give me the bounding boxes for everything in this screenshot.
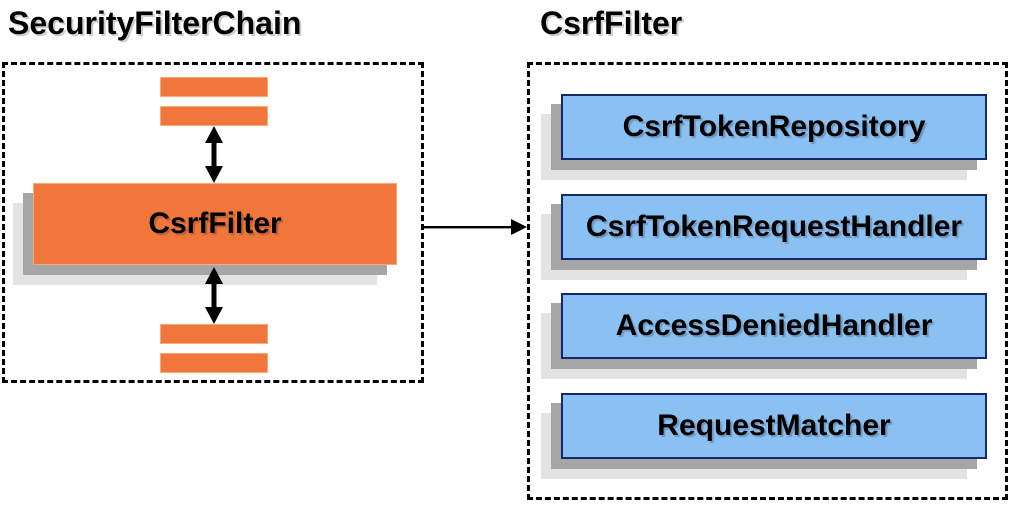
component-label: RequestMatcher <box>657 409 891 442</box>
bidirectional-arrow-icon <box>205 267 223 324</box>
csrf-filter-container: CsrfTokenRepository CsrfTokenRequestHand… <box>527 62 1008 500</box>
csrf-filter-node: CsrfFilter <box>33 183 397 265</box>
component-label: CsrfTokenRepository <box>622 110 926 143</box>
bidirectional-arrow-icon <box>205 126 223 183</box>
component-node-request-matcher: RequestMatcher <box>561 393 987 459</box>
component-label: CsrfTokenRequestHandler <box>585 210 963 243</box>
component-node-csrf-token-request-handler: CsrfTokenRequestHandler <box>561 194 987 260</box>
filter-placeholder-bar <box>160 77 268 97</box>
security-filter-chain-container: CsrfFilter <box>2 62 424 383</box>
csrf-filter-node-label: CsrfFilter <box>148 207 282 240</box>
component-node-access-denied-handler: AccessDeniedHandler <box>561 293 987 359</box>
component-node-csrf-token-repository: CsrfTokenRepository <box>561 94 987 160</box>
left-panel-title: SecurityFilterChain <box>8 5 302 41</box>
filter-placeholder-bar <box>160 324 268 344</box>
right-panel-title: CsrfFilter <box>540 5 683 41</box>
component-label: AccessDeniedHandler <box>615 309 933 342</box>
filter-placeholder-bar <box>160 106 268 126</box>
flow-arrow-icon <box>424 219 527 235</box>
filter-placeholder-bar <box>160 353 268 373</box>
